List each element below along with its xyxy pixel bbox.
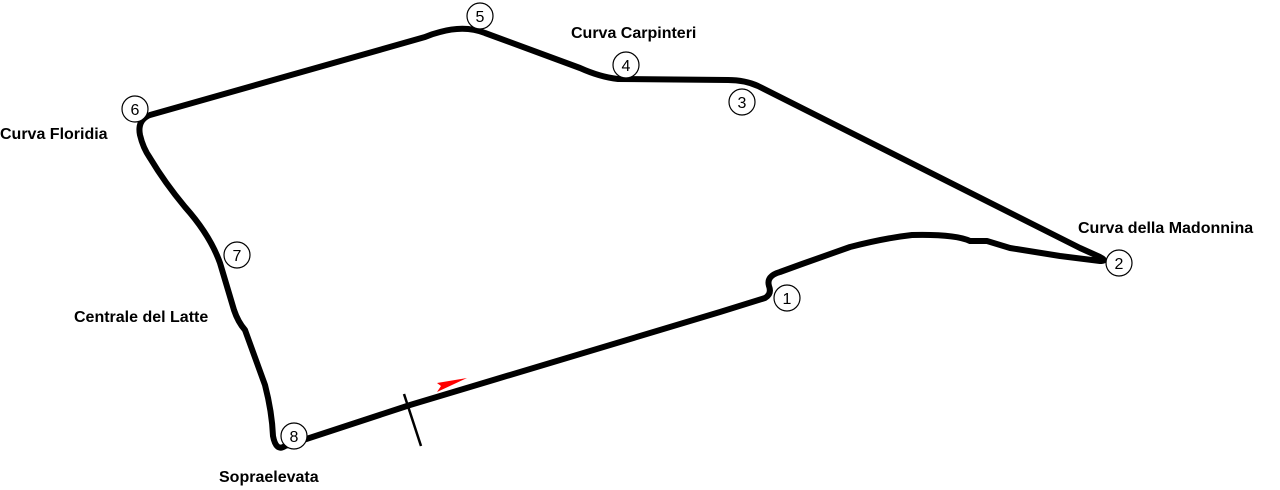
start-finish-line xyxy=(402,393,423,447)
direction-arrow-icon xyxy=(437,378,467,392)
turn-number: 3 xyxy=(738,95,747,112)
corner-label-madonnina: Curva della Madonnina xyxy=(1078,220,1253,237)
turn-marker-7: 7 xyxy=(223,241,251,269)
turn-marker-2: 2 xyxy=(1105,249,1133,277)
turn-marker-8: 8 xyxy=(280,422,308,450)
turn-marker-4: 4 xyxy=(612,51,640,79)
turn-number: 7 xyxy=(233,248,242,265)
corner-label-centrale: Centrale del Latte xyxy=(74,309,208,326)
circuit-track xyxy=(136,25,1107,451)
turn-marker-3: 3 xyxy=(728,88,756,116)
turn-marker-6: 6 xyxy=(121,95,149,123)
turn-marker-5: 5 xyxy=(466,2,494,30)
corner-label-carpinteri: Curva Carpinteri xyxy=(571,25,696,42)
turn-number: 2 xyxy=(1115,256,1124,273)
turn-number: 8 xyxy=(290,429,299,446)
turn-number: 5 xyxy=(476,9,485,26)
corner-label-floridia: Curva Floridia xyxy=(0,126,108,143)
turn-number: 1 xyxy=(783,291,792,308)
corner-label-sopraelevata: Sopraelevata xyxy=(219,469,319,486)
turn-marker-1: 1 xyxy=(773,284,801,312)
turn-number: 4 xyxy=(622,58,631,75)
turn-number: 6 xyxy=(131,102,140,119)
